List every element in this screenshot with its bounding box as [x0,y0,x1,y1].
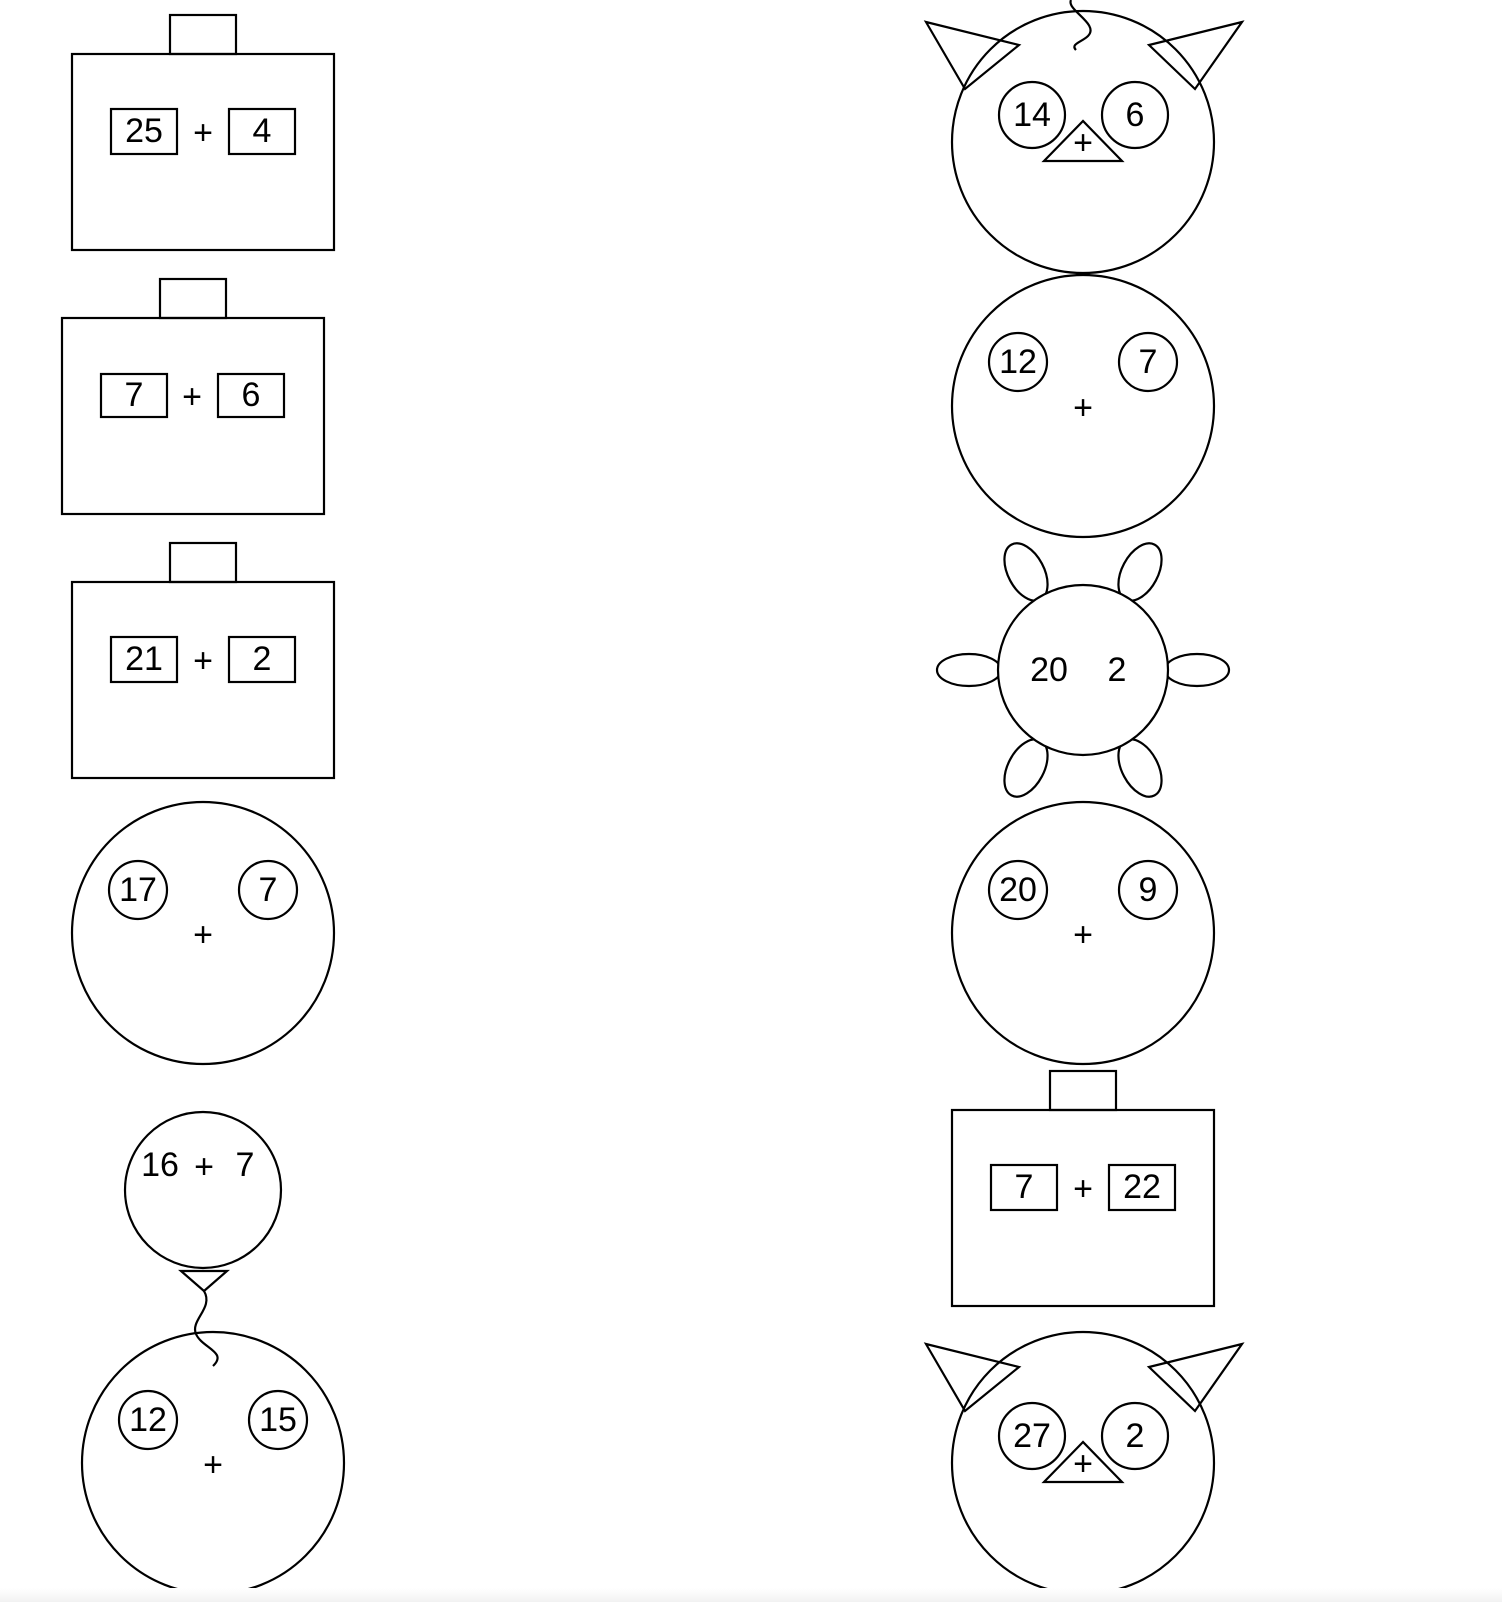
right-number: 7 [236,1146,255,1184]
plus-sign: + [194,1148,214,1186]
left-number: 12 [129,1401,167,1439]
left-eye-circle [107,859,169,921]
nose-triangle [1041,119,1125,163]
right-eye-circle [1117,331,1179,393]
left-number: 17 [119,871,157,909]
right-number-box [216,372,286,419]
left-eye-circle [987,331,1049,393]
right-eye-circle [1100,80,1170,150]
left-number: 21 [125,640,163,678]
briefcase-figure: 7 + 22 [950,1069,1216,1308]
turtle-shell [996,583,1170,757]
briefcase-body [950,1108,1216,1308]
left-number: 14 [1013,96,1051,134]
briefcase-figure: 25 + 4 [70,13,336,252]
circle-face-figure: 12 + 7 [950,273,1216,539]
balloon-string [193,1290,219,1367]
right-number: 4 [253,112,272,150]
right-number: 15 [259,1401,297,1439]
right-eye-circle [247,1389,309,1451]
circle-face-figure: 12 + 15 [80,1330,346,1596]
cat-face-figure: 27 + 2 [923,1330,1245,1596]
left-eye-circle [997,1401,1067,1471]
plus-sign: + [1073,1445,1093,1483]
right-eye-circle [1100,1401,1170,1471]
briefcase-handle [168,541,238,584]
plus-sign: + [1073,1170,1093,1208]
right-ear [1146,20,1245,91]
cat-face-figure: 14 + 6 [923,0,1245,275]
left-ear [923,20,1022,91]
left-eye-circle [987,859,1049,921]
left-eye-circle [997,80,1067,150]
left-number: 16 [141,1146,179,1184]
plus-sign: + [1073,124,1093,162]
circle-face-figure: 17 + 7 [70,800,336,1066]
circle-face-figure: 20 + 9 [950,800,1216,1066]
briefcase-handle [158,277,228,320]
briefcase-figure: 7 + 6 [60,277,326,516]
right-number-box [227,107,297,156]
briefcase-body [60,316,326,516]
left-number-box [989,1163,1059,1212]
face-circle [950,800,1216,1066]
right-number: 2 [1126,1417,1145,1455]
left-number: 27 [1013,1417,1051,1455]
cat-tail [1069,0,1092,51]
left-number-box [109,635,179,684]
plus-sign: + [203,1446,223,1484]
face-circle [950,273,1216,539]
left-number: 25 [125,112,163,150]
face-circle [70,800,336,1066]
right-number: 22 [1123,1168,1161,1206]
plus-sign: + [1073,916,1093,954]
right-eye-circle [237,859,299,921]
left-ear [923,1342,1022,1413]
plus-sign: + [193,916,213,954]
briefcase-handle [1048,1069,1118,1112]
left-number: 20 [999,871,1037,909]
briefcase-body [70,580,336,780]
plus-sign: + [193,642,213,680]
bottom-edge-strip [0,1588,1502,1602]
balloon-circle [123,1110,283,1270]
left-number: 12 [999,343,1037,381]
balloon-knot [178,1269,230,1293]
right-number-box [1107,1163,1177,1212]
right-number: 2 [253,640,272,678]
face-circle [950,9,1216,275]
plus-sign: + [182,378,202,416]
right-number: 6 [242,376,261,414]
right-number: 9 [1139,871,1158,909]
left-number-box [99,372,169,419]
plus-sign: + [1073,389,1093,427]
right-number: 2 [1108,651,1127,689]
briefcase-figure: 21 + 2 [70,541,336,780]
turtle-flipper [935,652,1003,688]
briefcase-handle [168,13,238,56]
briefcase-body [70,52,336,252]
right-number: 7 [259,871,278,909]
left-number: 7 [1015,1168,1034,1206]
turtle-flipper [1163,652,1231,688]
right-number: 7 [1139,343,1158,381]
left-eye-circle [117,1389,179,1451]
left-number: 20 [1030,651,1068,689]
right-eye-circle [1117,859,1179,921]
left-number-box [109,107,179,156]
balloon-figure: 16 + 7 [123,1110,283,1367]
turtle-figure: 20 2 [935,542,1231,798]
right-ear [1146,1342,1245,1413]
nose-triangle [1041,1440,1125,1484]
plus-sign: + [193,114,213,152]
right-number-box [227,635,297,684]
right-number: 6 [1126,96,1145,134]
left-number: 7 [125,376,144,414]
